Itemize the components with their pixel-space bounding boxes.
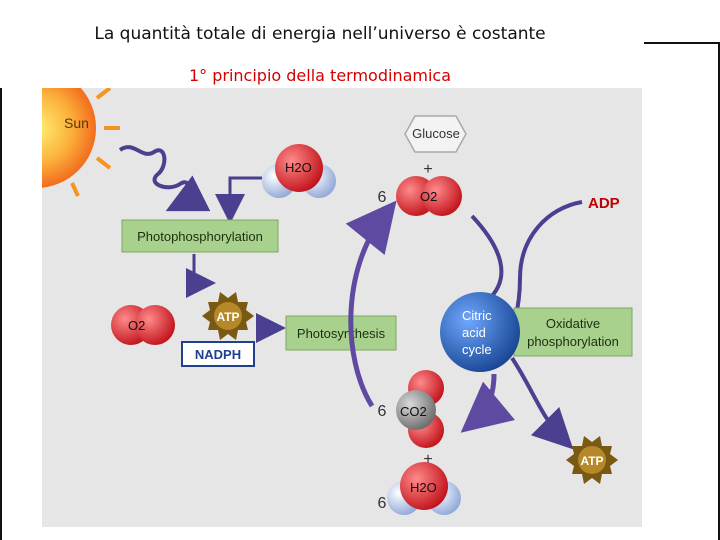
atp-gear-left-icon: [202, 292, 254, 340]
plus-sign-top: +: [423, 161, 432, 178]
energy-cycle-diagram: Sun H2O Photophosphorylation O2 ATP NADP…: [0, 68, 642, 527]
citric-to-co2-arrow: [460, 373, 516, 433]
photophosphorylation-label: Photophosphorylation: [137, 229, 263, 244]
frame-rule-left: [0, 88, 2, 540]
nadph-label: NADPH: [195, 347, 241, 362]
water-molecule-bottom-icon: [387, 462, 461, 515]
atp-label-left: ATP: [216, 310, 239, 324]
oxidative-to-atp-arrow: [510, 356, 574, 450]
glucose-label: Glucose: [412, 126, 460, 141]
oxidative-label-line2: phosphorylation: [527, 334, 619, 349]
water-label-bottom: H2O: [410, 480, 437, 495]
co2-molecule-icon: [396, 370, 444, 448]
frame-rule-top: [644, 42, 720, 44]
water-label-top: H2O: [285, 160, 312, 175]
citric-label-line3: cycle: [462, 342, 492, 357]
citric-label-line2: acid: [462, 325, 486, 340]
water-input-arrow: [215, 176, 262, 224]
oxidative-label-line1: Oxidative: [546, 316, 600, 331]
oxidative-phosphorylation-box: [513, 307, 633, 357]
nadph-box: [181, 341, 255, 367]
slide-subtitle: 1° principio della termodinamica: [188, 66, 452, 85]
slide-title: La quantità totale di energia nell’unive…: [94, 24, 546, 44]
oxygen-molecule-left-icon: [111, 305, 175, 345]
co2-label: CO2: [400, 404, 427, 419]
sun-label: Sun: [64, 115, 89, 131]
oxygen-label-top: O2: [420, 189, 437, 204]
oxygen-molecule-top-icon: [396, 176, 462, 216]
photosynthesis-cycle-arrow: [345, 200, 397, 408]
photosynthesis-box: [285, 315, 397, 351]
atp-label-right: ATP: [580, 454, 603, 468]
glucose-hexagon-icon: [404, 115, 467, 153]
atp-gear-right-icon: [566, 436, 618, 484]
coefficient-co2: 6: [378, 403, 387, 420]
photophosphorylation-box: [121, 219, 279, 253]
citric-label-line1: Citric: [462, 308, 492, 323]
photosynthesis-label: Photosynthesis: [297, 326, 386, 341]
citric-acid-cycle-circle: [440, 292, 520, 372]
oxygen-label-left: O2: [128, 318, 145, 333]
coefficient-o2: 6: [378, 189, 387, 206]
coefficient-h2o: 6: [378, 495, 387, 512]
light-wave-arrow: [118, 145, 211, 212]
frame-rule-right: [718, 42, 720, 540]
photophos-output-arrow: [186, 254, 216, 298]
plus-sign-bottom: +: [423, 451, 432, 468]
oxygen-to-citric-arrow: [470, 214, 504, 302]
water-molecule-top-icon: [262, 144, 336, 198]
adp-label: ADP: [588, 195, 620, 212]
